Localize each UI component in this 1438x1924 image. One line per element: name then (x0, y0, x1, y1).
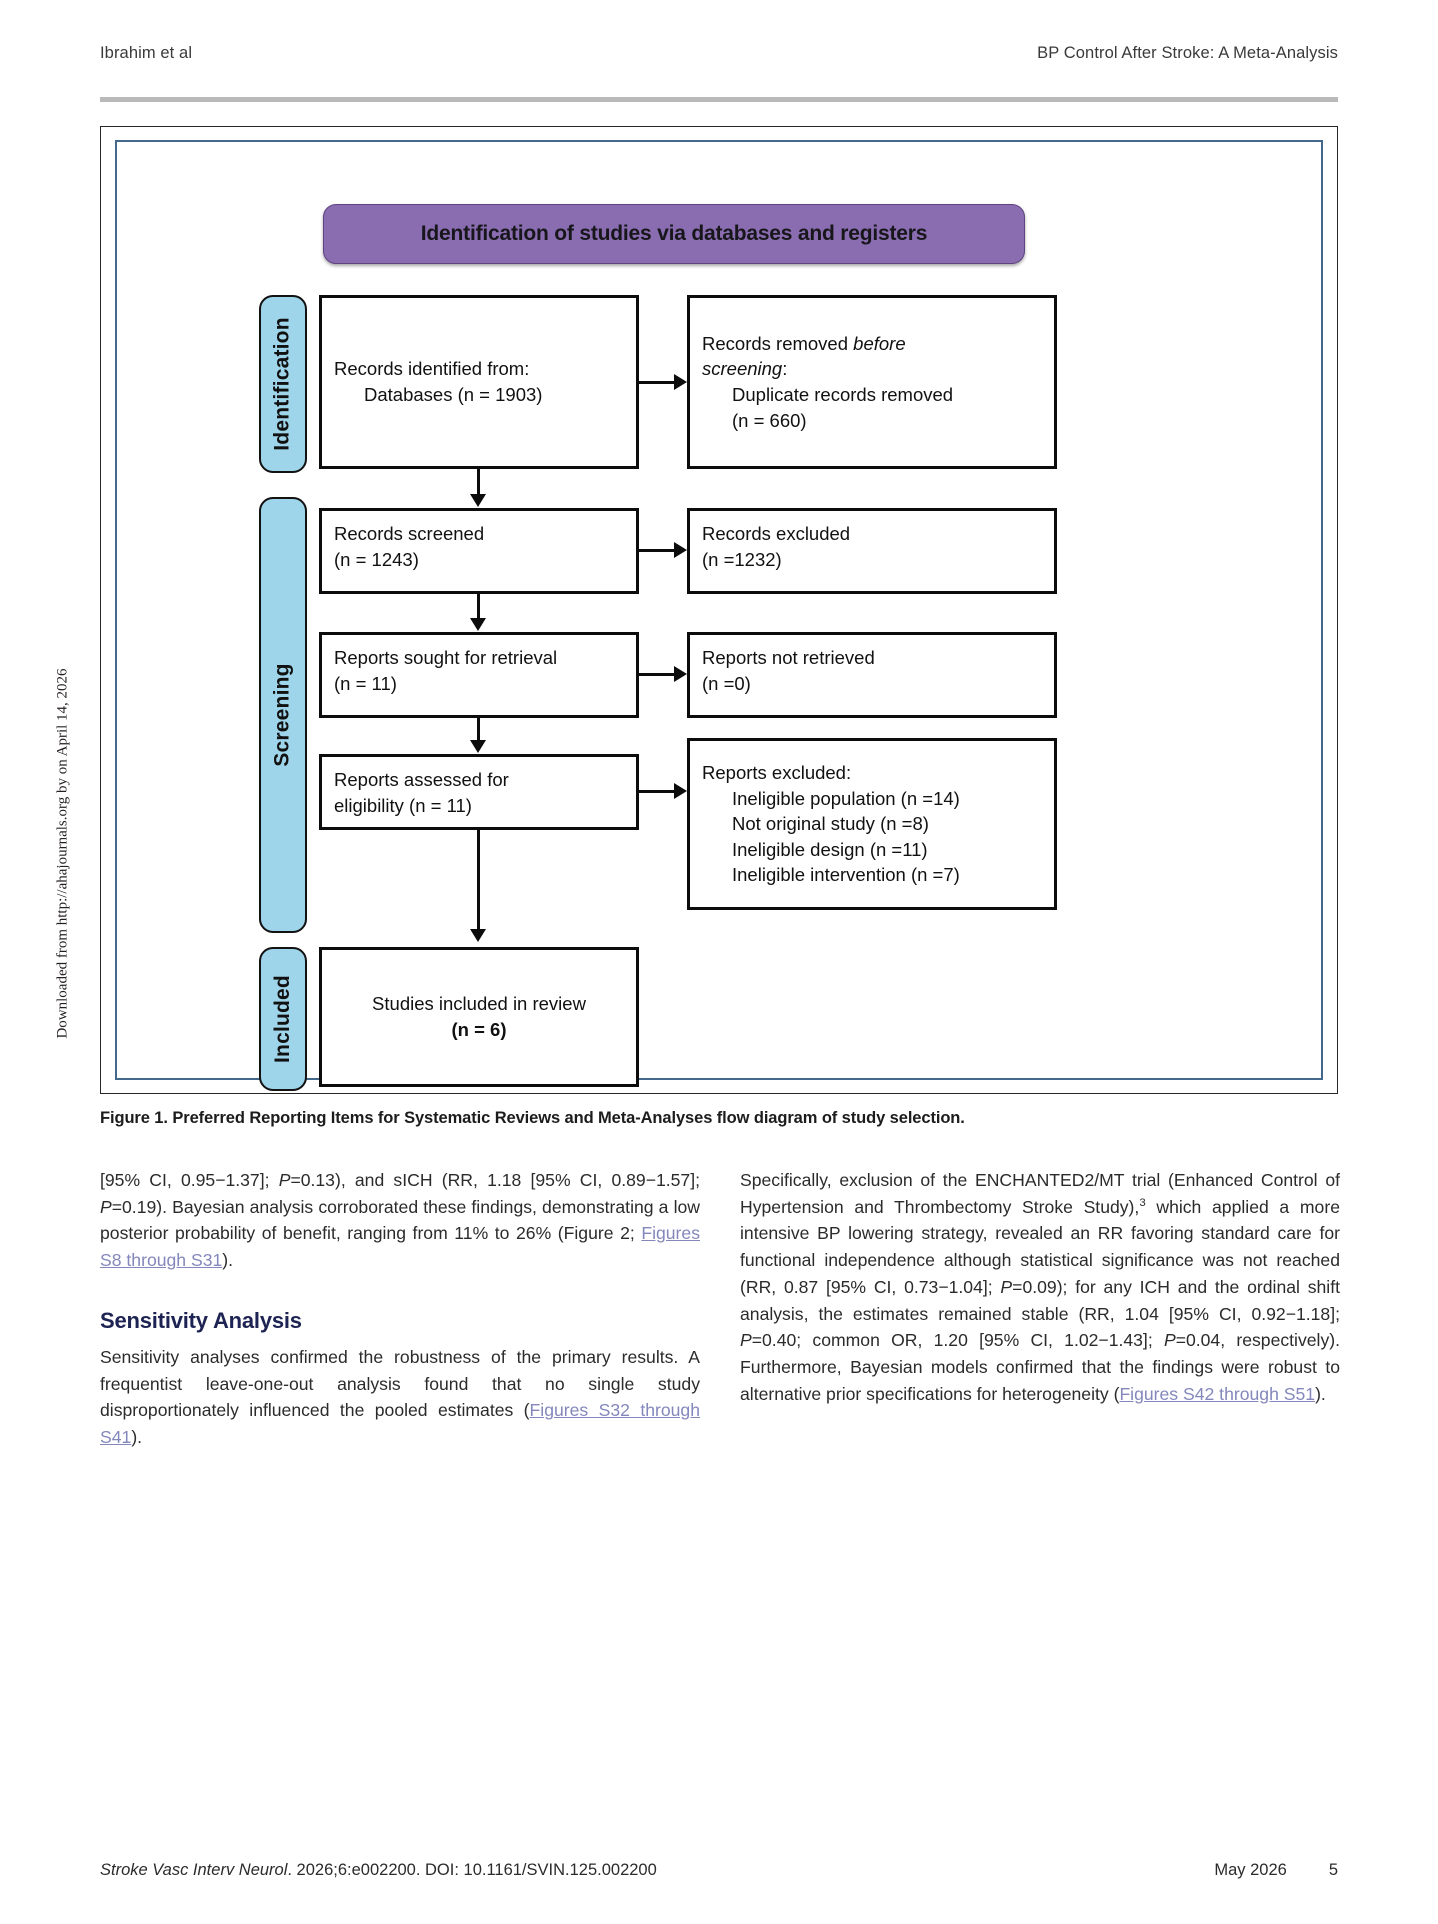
prisma-flow-diagram: Identification of studies via databases … (117, 142, 1321, 1091)
box-records-excluded-line1: Records excluded (702, 523, 851, 544)
box-reports-assessed-line2: eligibility (n = 11) (334, 794, 472, 816)
box-studies-included-line1: Studies included in review (372, 993, 586, 1015)
body-column-left: [95% CI, 0.95−1.37]; P=0.13), and sICH (… (100, 1167, 700, 1847)
box-reports-excluded-item-2: Not original study (n =8) (732, 813, 929, 835)
box-reports-excluded-item-4: Ineligible intervention (n =7) (732, 864, 960, 886)
box-records-screened-line1: Records screened (334, 523, 485, 544)
connector-screened-to-sought (477, 594, 480, 619)
arrowhead-screened-to-sought (470, 618, 486, 631)
paragraph-enchanted2-exclusion: Specifically, exclusion of the ENCHANTED… (740, 1170, 1340, 1404)
box-records-screened-line2: (n = 1243) (334, 548, 419, 570)
arrowhead-assessed-to-included (470, 929, 486, 942)
xref-figures-s42-s51[interactable]: Figures S42 through S51 (1119, 1383, 1316, 1404)
box-reports-not-retrieved: Reports not retrieved (n =0) (687, 632, 1057, 718)
connector-sought-to-assessed (477, 718, 480, 741)
heading-sensitivity-analysis: Sensitivity Analysis (100, 1307, 302, 1333)
figure-1-caption-text: Preferred Reporting Items for Systematic… (167, 1109, 965, 1127)
paragraph-results-continued: [95% CI, 0.95−1.37]; P=0.13), and sICH (… (100, 1170, 700, 1271)
figure-inner-border: Identification of studies via databases … (115, 140, 1323, 1091)
arrowhead-sought-to-assessed (470, 740, 486, 753)
stage-tab-included: Included (259, 947, 307, 1091)
footer-citation-detail: . 2026;6:e002200. DOI: 10.1161/SVIN.125.… (287, 1861, 657, 1879)
body-column-right: Specifically, exclusion of the ENCHANTED… (740, 1167, 1340, 1847)
box-reports-not-retrieved-line2: (n =0) (702, 672, 751, 694)
box-studies-included-line2: (n = 6) (451, 1019, 507, 1040)
box-reports-sought: Reports sought for retrieval (n = 11) (319, 632, 639, 718)
box-records-removed-line3: Duplicate records removed (732, 384, 954, 405)
paragraph-sensitivity-analysis: Sensitivity analyses confirmed the robus… (100, 1346, 700, 1448)
box-reports-sought-line1: Reports sought for retrieval (334, 647, 558, 668)
box-records-screened: Records screened (n = 1243) (319, 508, 639, 594)
box-records-identified-line2: Databases (n = 1903) (364, 384, 543, 405)
arrowhead-sought-to-notretrieved (674, 666, 687, 682)
box-records-removed-line2: screening: (702, 358, 788, 380)
arrowhead-identified-to-screened (470, 494, 486, 507)
page-footer: Stroke Vasc Interv Neurol. 2026;6:e00220… (100, 1861, 1338, 1880)
box-records-removed: Records removed before screening: Duplic… (687, 295, 1057, 469)
box-reports-assessed: Reports assessed for eligibility (n = 11… (319, 754, 639, 830)
connector-identified-to-screened (477, 469, 480, 495)
box-reports-excluded-item-3: Ineligible design (n =11) (732, 838, 928, 860)
stage-tab-identification: Identification (259, 295, 307, 473)
box-records-excluded: Records excluded (n =1232) (687, 508, 1057, 594)
box-reports-excluded-item-1: Ineligible population (n =14) (732, 787, 960, 809)
xref-figures-s8-s31[interactable]: Figures S8 through S31 (100, 1223, 700, 1271)
connector-assessed-to-included (477, 830, 480, 930)
stage-tab-screening: Screening (259, 497, 307, 933)
prisma-banner: Identification of studies via databases … (323, 204, 1025, 264)
header-rule (100, 97, 1338, 102)
arrowhead-assessed-to-repexcluded (674, 783, 687, 799)
box-records-identified: Records identified from: Databases (n = … (319, 295, 639, 469)
figure-1-frame: Identification of studies via databases … (100, 126, 1338, 1094)
footer-citation: Stroke Vasc Interv Neurol. 2026;6:e00220… (100, 1861, 657, 1880)
box-reports-excluded: Reports excluded: Ineligible population … (687, 738, 1057, 910)
box-records-removed-line1: Records removed before (702, 332, 906, 354)
box-reports-excluded-title: Reports excluded: (702, 762, 852, 784)
box-records-excluded-line2: (n =1232) (702, 548, 782, 570)
footer-right: May 2026 5 (1214, 1861, 1338, 1880)
running-head-title: BP Control After Stroke: A Meta-Analysis (1037, 44, 1338, 62)
stage-tab-identification-label: Identification (271, 317, 294, 451)
box-reports-not-retrieved-line1: Reports not retrieved (702, 647, 875, 668)
figure-1-caption: Figure 1. Preferred Reporting Items for … (100, 1109, 1338, 1128)
box-records-identified-line1: Records identified from: (334, 358, 530, 380)
running-head-author: Ibrahim et al (100, 44, 193, 62)
stage-tab-screening-label: Screening (271, 663, 294, 767)
footnote-marker-3: 3 (1139, 1196, 1146, 1209)
running-head: Ibrahim et al BP Control After Stroke: A… (100, 44, 1338, 63)
box-reports-sought-line2: (n = 11) (334, 672, 397, 694)
connector-screened-to-excluded (639, 549, 675, 552)
body-columns: [95% CI, 0.95−1.37]; P=0.13), and sICH (… (100, 1167, 1340, 1847)
footer-page-number: 5 (1328, 1861, 1338, 1879)
arrowhead-screened-to-excluded (674, 542, 687, 558)
arrowhead-identified-to-removed (674, 374, 687, 390)
connector-identified-to-removed (639, 381, 675, 384)
connector-sought-to-notretrieved (639, 673, 675, 676)
box-studies-included: Studies included in review (n = 6) (319, 947, 639, 1087)
connector-assessed-to-repexcluded (639, 790, 675, 793)
stage-tab-included-label: Included (271, 975, 295, 1063)
box-records-removed-line4: (n = 660) (732, 409, 807, 431)
xref-figures-s32-s41[interactable]: Figures S32 through S41 (100, 1400, 700, 1448)
footer-journal-name: Stroke Vasc Interv Neurol (100, 1861, 288, 1879)
footer-date: May 2026 (1214, 1861, 1287, 1879)
box-reports-assessed-line1: Reports assessed for (334, 769, 509, 790)
download-stamp: Downloaded from http://ahajournals.org b… (54, 668, 71, 1039)
figure-1-caption-label: Figure 1. (100, 1109, 168, 1127)
